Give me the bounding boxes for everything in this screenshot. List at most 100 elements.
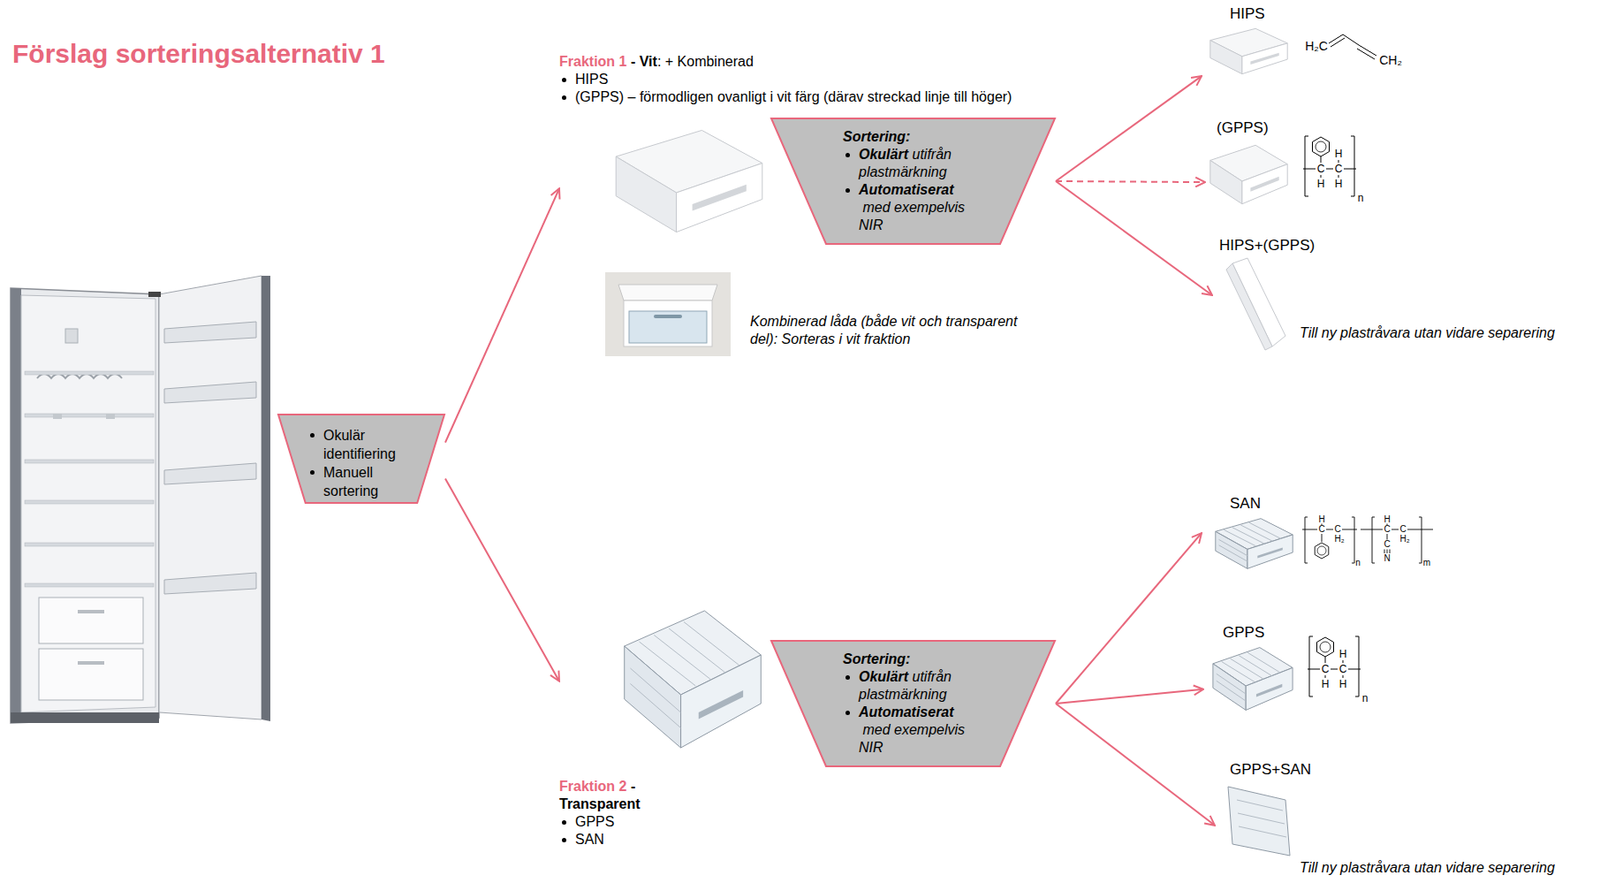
output-box: GPPS+SAN bbox=[1214, 760, 1321, 860]
bullet-dot bbox=[310, 470, 315, 475]
bullet-item: Automatiseratmed exempelvis NIR bbox=[842, 181, 967, 235]
formula-atom: H₂C bbox=[1304, 39, 1328, 53]
node-text: Okulär identifiering bbox=[323, 427, 396, 462]
formula-atom: C bbox=[1339, 663, 1348, 675]
trapezoid-outline bbox=[770, 639, 1056, 767]
bullet-item: SAN bbox=[559, 830, 736, 849]
formula-atom: H bbox=[1321, 678, 1330, 690]
node-text: GPPS bbox=[575, 813, 615, 829]
refrigerator-illustration bbox=[159, 275, 262, 720]
chemical-structures bbox=[1303, 136, 1357, 197]
refrigerator-illustration bbox=[77, 660, 105, 665]
node-text: Sortering: bbox=[842, 651, 910, 667]
drawer-pictures bbox=[615, 28, 1293, 856]
refrigerator-illustration bbox=[10, 288, 22, 723]
refrigerator-illustration bbox=[24, 371, 154, 375]
refrigerator-illustration bbox=[77, 609, 105, 614]
flow-arrow bbox=[1055, 703, 1215, 826]
formula-atom: C bbox=[1318, 524, 1325, 534]
bullet-dot bbox=[561, 837, 567, 842]
formula-atom: C bbox=[1399, 524, 1406, 534]
node-text: Automatiserat bbox=[858, 181, 955, 198]
text-line: Fraktion 1- Vit: + Kombinerad bbox=[559, 53, 1108, 71]
node-text: GPPS+SAN bbox=[1229, 760, 1312, 778]
diagram-title: Förslag sorteringsalternativ 1 bbox=[12, 38, 386, 69]
formula-atom: H₂ bbox=[1334, 534, 1344, 544]
formula-atom: H bbox=[1334, 178, 1343, 190]
node-text: Manuell sortering bbox=[323, 464, 379, 499]
drawer-pictures bbox=[1236, 799, 1287, 837]
chemical-structures bbox=[1307, 636, 1361, 697]
combined-drawer-photo bbox=[605, 272, 731, 357]
bullet-dot bbox=[845, 152, 850, 158]
refrigerator-illustration bbox=[164, 381, 257, 403]
formula-atom: C bbox=[1383, 539, 1390, 549]
refrigerator-illustration bbox=[106, 413, 115, 419]
chemical-structures bbox=[1328, 34, 1377, 60]
formula-atom: N bbox=[1383, 553, 1390, 563]
node-content: (GPPS) bbox=[1216, 119, 1299, 137]
output-box: (GPPS) bbox=[1205, 119, 1299, 211]
text-line: Fraktion 2- Transparent bbox=[559, 777, 659, 813]
formula-atom: H bbox=[1339, 678, 1348, 690]
bullet-item: GPPS bbox=[559, 812, 736, 831]
formula-atom: H bbox=[1334, 148, 1343, 160]
identification-step: Okulär identifieringManuell sortering bbox=[277, 413, 446, 504]
drawer-pictures bbox=[1226, 263, 1273, 350]
refrigerator-illustration bbox=[24, 413, 154, 418]
refrigerator-illustration bbox=[10, 288, 160, 723]
refrigerator-illustration bbox=[21, 295, 156, 713]
refrigerator-illustration bbox=[261, 275, 271, 721]
text-line: Sortering: bbox=[842, 650, 967, 668]
bullet-dot bbox=[561, 819, 567, 825]
refrigerator-illustration bbox=[38, 597, 144, 644]
bullet-dot bbox=[561, 95, 567, 100]
node-text: Fraktion 1 bbox=[559, 53, 627, 69]
node-text: Automatiserat bbox=[858, 704, 955, 720]
refrigerator-illustration bbox=[148, 291, 161, 297]
node-content: Kombinerad låda (både vit och transparen… bbox=[750, 312, 1047, 349]
bullet-item: Automatiseratmed exempelvis NIR bbox=[842, 703, 967, 757]
formula-atom: H bbox=[1317, 178, 1326, 190]
flow-arrow bbox=[1055, 181, 1213, 296]
text-line: GPPS+SAN bbox=[1229, 760, 1321, 779]
node-text: - Vit bbox=[630, 53, 658, 69]
formula-atom: C bbox=[1334, 163, 1343, 175]
node-text: Okulärt bbox=[858, 668, 909, 684]
formula-atom: n bbox=[1357, 192, 1365, 204]
drawer-pictures bbox=[1210, 144, 1288, 204]
combined-drawer-photo bbox=[653, 314, 683, 319]
text-line: (GPPS) bbox=[1216, 119, 1299, 137]
formula-atom: C bbox=[1317, 163, 1326, 175]
combined-drawer-photo bbox=[618, 284, 718, 301]
combined-drawer-photo bbox=[623, 300, 713, 347]
refrigerator-illustration bbox=[10, 275, 271, 723]
chemical-structures bbox=[1302, 34, 1434, 697]
note-text: Till ny plastråvara utan vidare separeri… bbox=[1299, 326, 1555, 341]
refrigerator-illustration bbox=[164, 462, 257, 485]
bullet-dot bbox=[845, 188, 850, 193]
flow-arrow bbox=[1055, 75, 1202, 182]
node-text: (GPPS) – förmodligen ovanligt i vit färg… bbox=[575, 89, 1012, 105]
refrigerator-illustration bbox=[10, 712, 160, 723]
drawer-pictures bbox=[615, 129, 763, 232]
formula-atom: C bbox=[1321, 663, 1330, 675]
node-text: Okulärt bbox=[858, 146, 909, 162]
bullet-item: Manuell sortering bbox=[307, 462, 423, 501]
bullet-dot bbox=[310, 432, 315, 438]
trapezoid-outline bbox=[770, 117, 1056, 245]
drawer-pictures bbox=[1228, 786, 1290, 856]
formula-atom: n bbox=[1362, 692, 1369, 704]
bullet-item: HIPS bbox=[559, 70, 1108, 89]
bullet-item: (GPPS) – förmodligen ovanligt i vit färg… bbox=[559, 88, 1108, 107]
node-text: HIPS bbox=[1229, 5, 1266, 23]
node-content: GPPS+SAN bbox=[1229, 760, 1321, 779]
flow-arrow bbox=[445, 188, 560, 442]
bullet-dot bbox=[845, 710, 850, 715]
node-text: SAN bbox=[575, 831, 605, 847]
sorting-step: Sortering:Okulärtutifrån plastmärkningAu… bbox=[770, 639, 1056, 767]
formula-atom: m bbox=[1423, 558, 1431, 568]
text-line: HIPS+(GPPS) bbox=[1219, 236, 1323, 255]
formula-atom: CH₂ bbox=[1379, 53, 1403, 67]
drawer-pictures bbox=[1215, 518, 1293, 569]
